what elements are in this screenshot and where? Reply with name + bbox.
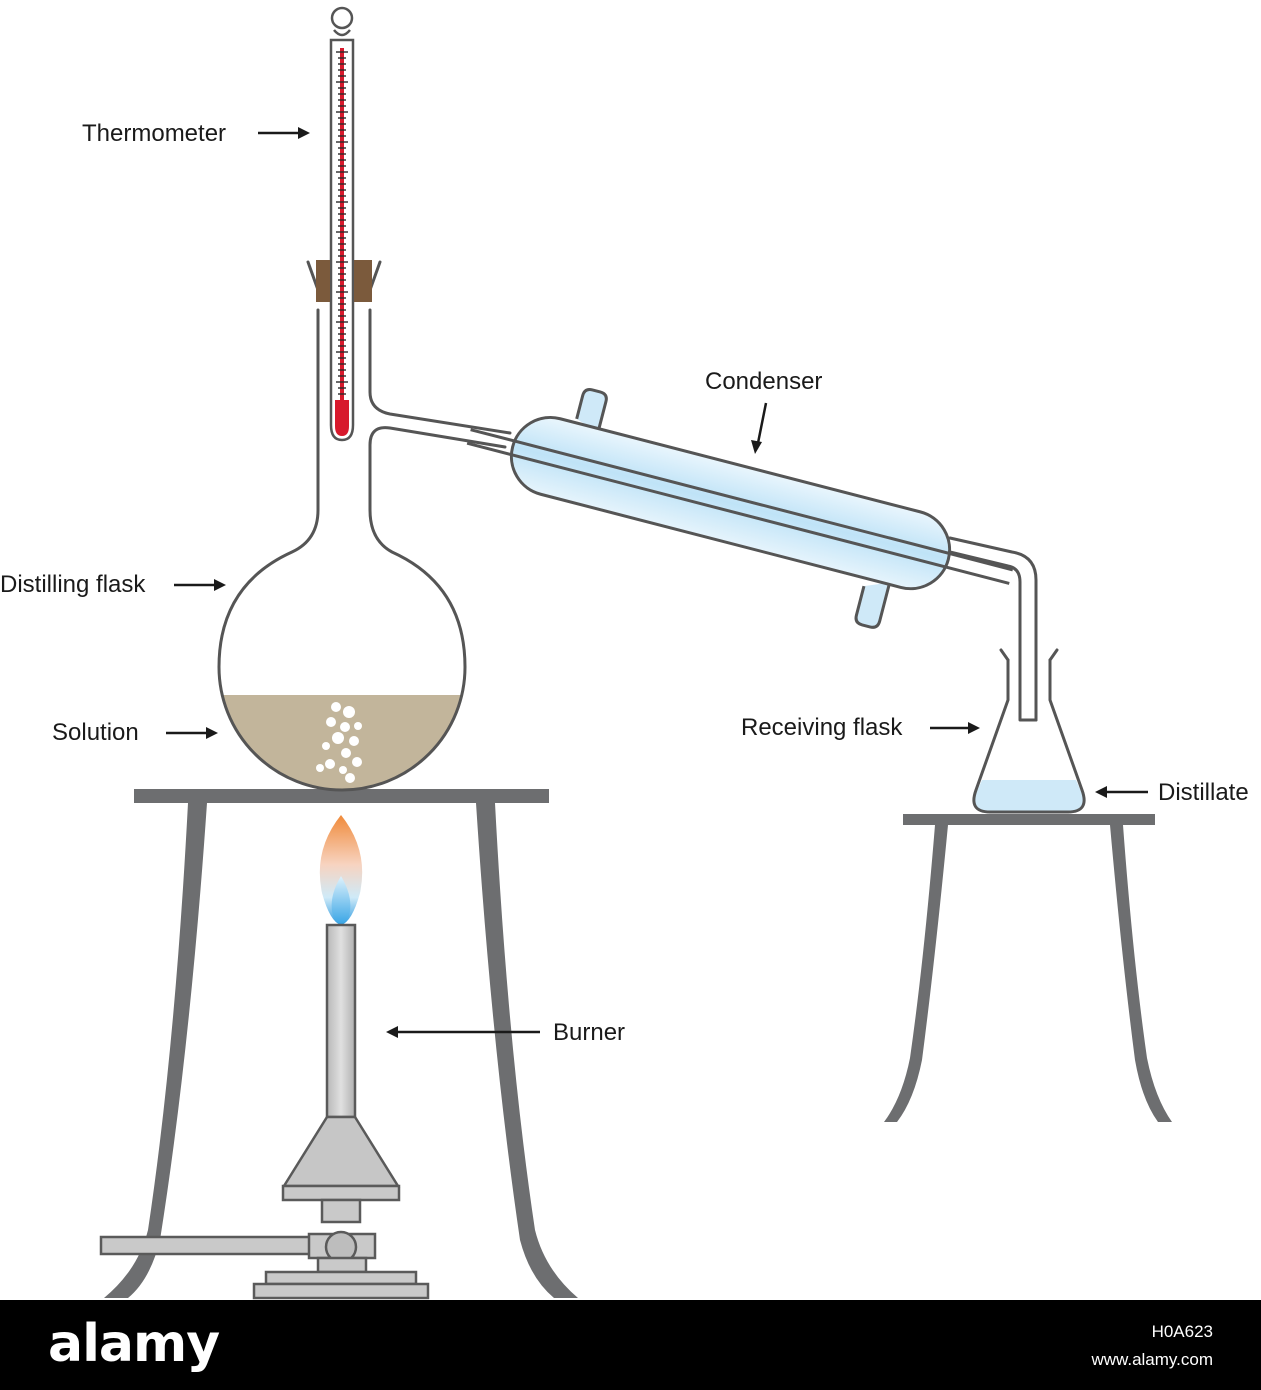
label-distillate: Distillate <box>1095 779 1249 806</box>
left-tripod-stand <box>104 789 578 1298</box>
receiving-flask-arrow-icon <box>968 722 980 734</box>
delivery-tube-inner <box>948 550 1038 722</box>
solution-label: Solution <box>52 719 139 746</box>
label-receiving-flask: Receiving flask <box>741 714 980 741</box>
distilling-flask-arrow-icon <box>214 579 226 591</box>
flame-outer <box>319 815 363 925</box>
flask-side-arm-upper <box>368 308 512 435</box>
footer-url: www.alamy.com <box>1091 1350 1213 1369</box>
label-distilling-flask: Distilling flask <box>0 571 226 598</box>
flame-inner <box>331 876 351 924</box>
watermark-footer: alamy H0A623 www.alamy.com <box>0 1300 1261 1390</box>
condenser-water-inlet <box>854 582 892 629</box>
thermometer-ring <box>330 6 354 30</box>
receiving-flask-label: Receiving flask <box>741 714 903 741</box>
burner-label: Burner <box>553 1019 625 1046</box>
condenser-jacket <box>509 415 952 591</box>
condenser <box>466 387 1038 722</box>
burner-base-lower <box>252 1282 430 1300</box>
thermometer <box>316 6 372 442</box>
thermometer-fluid <box>340 48 344 400</box>
image-code: H0A623 <box>1151 1322 1213 1341</box>
diagram-canvas: Thermometer Condenser Distilling flask S… <box>0 6 1249 1300</box>
condenser-water-outlet <box>575 387 608 433</box>
right-stand-leg-right <box>1110 825 1172 1122</box>
burner-neck <box>320 1198 362 1224</box>
distilling-flask-body <box>217 308 507 792</box>
condenser-label: Condenser <box>705 368 822 395</box>
left-stand-leg-right <box>476 803 578 1298</box>
label-thermometer: Thermometer <box>82 120 310 147</box>
left-stand-top <box>134 789 549 803</box>
burner-base-upper <box>264 1270 418 1286</box>
boiling-bubbles <box>316 702 362 783</box>
thermometer-label: Thermometer <box>82 120 226 147</box>
receiving-flask <box>972 648 1086 814</box>
burner-collar <box>281 1184 401 1202</box>
solution-arrow-icon <box>206 727 218 739</box>
label-solution: Solution <box>52 719 218 746</box>
bunsen-burner <box>99 815 430 1300</box>
burner-stem <box>316 1256 368 1274</box>
distillate-arrow-icon <box>1095 786 1107 798</box>
distilling-flask-label: Distilling flask <box>0 571 146 598</box>
right-stand-top <box>903 814 1155 825</box>
label-burner: Burner <box>386 1019 625 1046</box>
delivery-tube-outer <box>948 536 1038 722</box>
label-condenser: Condenser <box>705 368 822 454</box>
receiving-flask-body <box>972 658 1086 814</box>
thermometer-scale <box>336 51 348 395</box>
right-tripod-stand <box>884 814 1172 1122</box>
alamy-logo: alamy <box>48 1314 220 1374</box>
gas-inlet-tube <box>99 1235 323 1256</box>
distilling-flask <box>217 260 512 792</box>
distillate-label: Distillate <box>1158 779 1249 806</box>
burner-arrow-icon <box>386 1026 398 1038</box>
burner-barrel <box>325 923 357 1119</box>
burner-cone <box>281 1115 401 1188</box>
condenser-arrow-icon <box>751 440 762 454</box>
thermometer-arrow-icon <box>298 127 310 139</box>
left-stand-leg-left <box>104 803 207 1298</box>
distillate-liquid <box>973 780 1085 812</box>
thermometer-bulb <box>335 400 349 436</box>
right-stand-leg-left <box>884 825 948 1122</box>
